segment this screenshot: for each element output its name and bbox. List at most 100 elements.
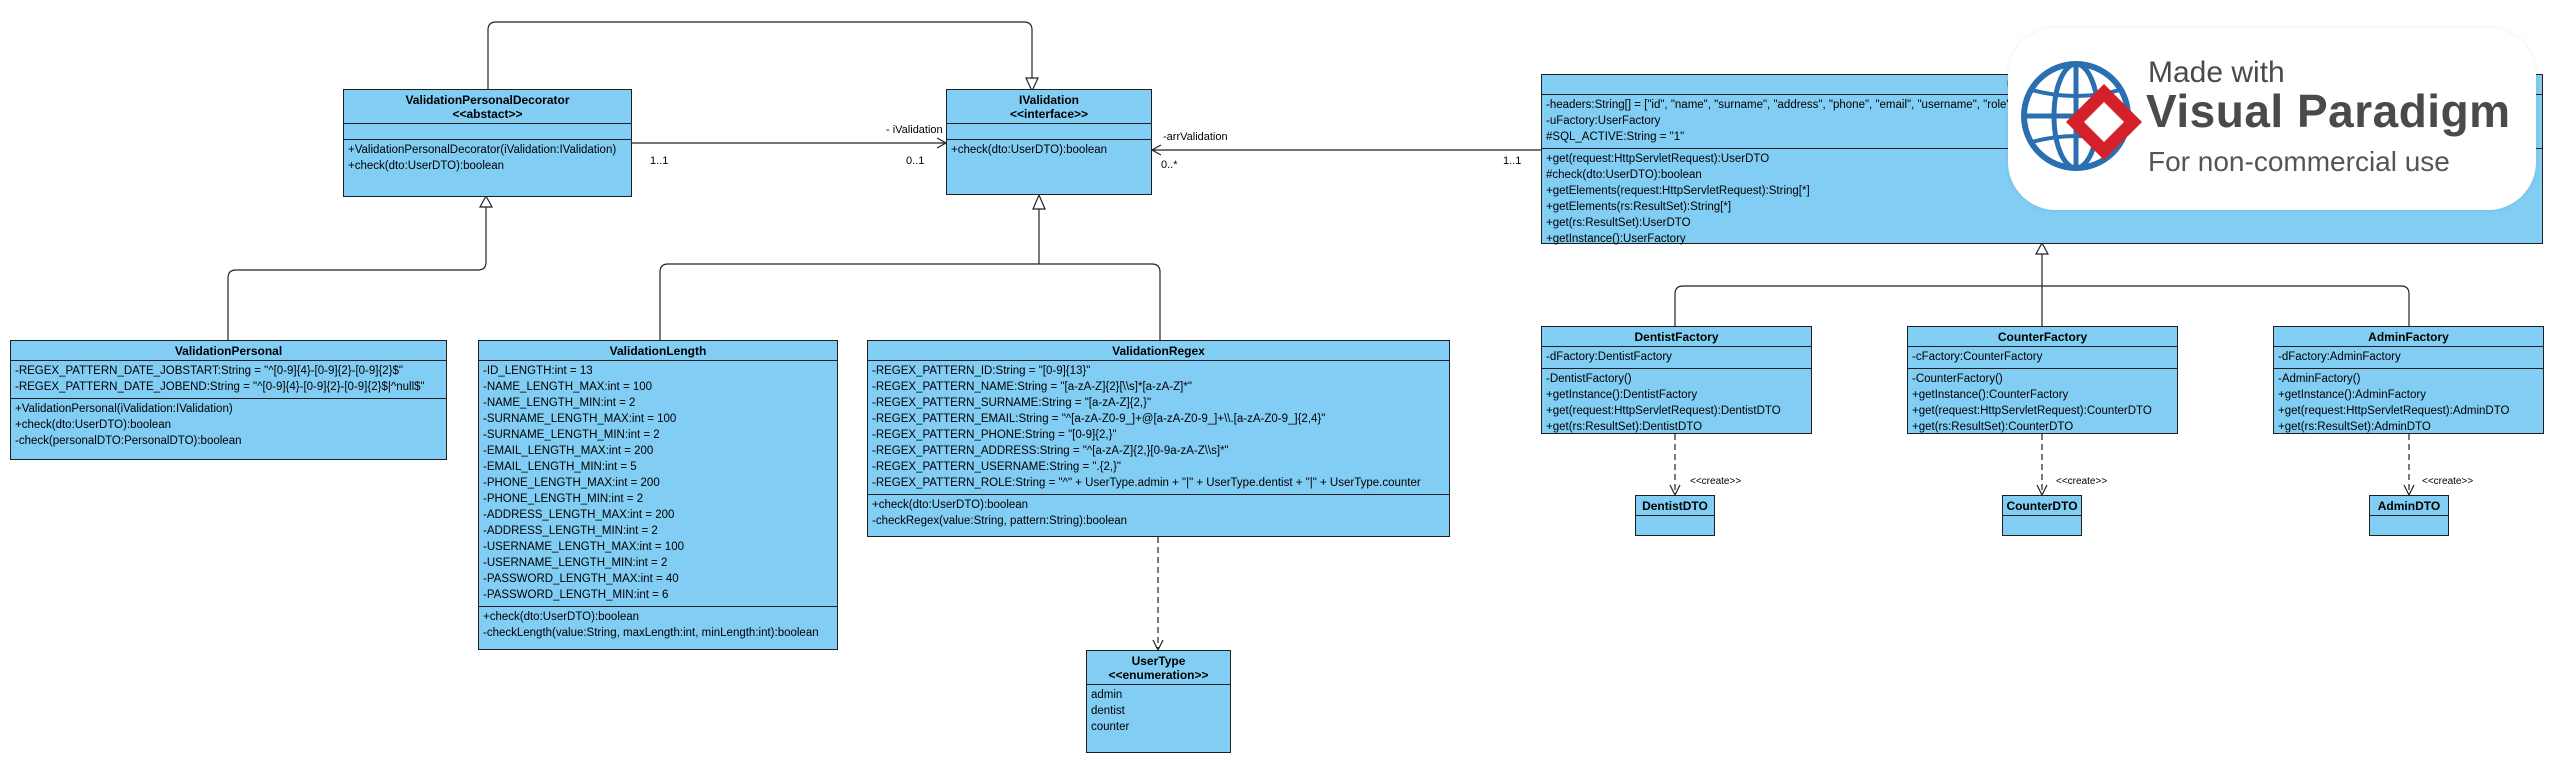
operation: +get(rs:ResultSet):AdminDTO [2278, 421, 2431, 433]
attributes-compartment: -ID_LENGTH:int = 13 -NAME_LENGTH_MAX:int… [479, 361, 837, 607]
multiplicity-userfactory-label: 1..1 [1503, 155, 1521, 167]
watermark-license: For non-commercial use [2148, 146, 2450, 177]
operation: -DentistFactory() [1546, 373, 1632, 385]
operations-compartment: -DentistFactory() +getInstance():Dentist… [1542, 369, 1811, 438]
association-arrowhead-left [1150, 144, 1162, 156]
class-stereotype: <<abstact>> [452, 107, 523, 121]
operations-compartment: -AdminFactory() +getInstance():AdminFact… [2274, 369, 2543, 438]
attribute: -USERNAME_LENGTH_MIN:int = 2 [483, 557, 668, 569]
generalization-arrowhead-ivalidation-top [1025, 77, 1039, 93]
attribute: -REGEX_PATTERN_EMAIL:String = "^[a-zA-Z0… [872, 413, 1326, 425]
class-validation-personal-decorator[interactable]: ValidationPersonalDecorator <<abstact>> … [343, 89, 632, 197]
class-validation-regex[interactable]: ValidationRegex -REGEX_PATTERN_ID:String… [867, 340, 1450, 537]
multiplicity-decorator-label: 1..1 [650, 155, 668, 167]
role-ivalidation-label: - iValidation [886, 124, 943, 136]
class-dentist-factory[interactable]: DentistFactory -dFactory:DentistFactory … [1541, 326, 1812, 434]
operation: +get(request:HttpServletRequest):UserDTO [1546, 153, 1770, 165]
attribute: -REGEX_PATTERN_DATE_JOBEND:String = "^[0… [15, 381, 425, 393]
globe-logo-icon [2021, 61, 2142, 171]
operation: +getInstance():CounterFactory [1912, 389, 2069, 401]
operation: +check(dto:UserDTO):boolean [15, 419, 172, 431]
multiplicity-ivalidation-left-label: 0..1 [906, 155, 924, 167]
class-validation-length[interactable]: ValidationLength -ID_LENGTH:int = 13 -NA… [478, 340, 838, 650]
attribute: -REGEX_PATTERN_USERNAME:String = ".{2,}" [872, 461, 1121, 473]
attributes-compartment [1636, 516, 1714, 531]
operations-compartment: +check(dto:UserDTO):boolean -checkLength… [479, 607, 837, 644]
attribute: -REGEX_PATTERN_DATE_JOBSTART:String = "^… [15, 365, 404, 377]
operation: -AdminFactory() [2278, 373, 2361, 385]
class-stereotype: <<interface>> [1009, 107, 1089, 121]
decorator-interface-line [487, 21, 1033, 91]
operation: +getElements(request:HttpServletRequest)… [1546, 185, 1810, 197]
attributes-compartment [344, 124, 631, 140]
class-ivalidation[interactable]: IValidation <<interface>> +check(dto:Use… [946, 89, 1152, 195]
operation: +get(request:HttpServletRequest):AdminDT… [2278, 405, 2510, 417]
operation: +get(request:HttpServletRequest):Dentist… [1546, 405, 1781, 417]
generalization-validationpersonal [227, 207, 487, 340]
class-stereotype: <<enumeration>> [1108, 668, 1209, 682]
operation: +getInstance():DentistFactory [1546, 389, 1698, 401]
watermark-brand: Visual Paradigm [2146, 85, 2511, 137]
attribute: -cFactory:CounterFactory [1912, 351, 2043, 363]
operations-compartment: +ValidationPersonal(iValidation:IValidat… [11, 399, 446, 452]
class-admin-dto[interactable]: AdminDTO [2369, 495, 2449, 536]
attribute: -dFactory:AdminFactory [2278, 351, 2401, 363]
generalization-arrowhead-userfactory [2034, 241, 2050, 255]
operation: -check(personalDTO:PersonalDTO):boolean [15, 435, 242, 447]
realization-validationlength [659, 263, 1030, 340]
multiplicity-ivalidation-right-label: 0..* [1161, 159, 1178, 171]
attribute: -ADDRESS_LENGTH_MAX:int = 200 [483, 509, 675, 521]
class-name: ValidationPersonal [174, 344, 283, 358]
class-name: DentistDTO [1642, 499, 1708, 513]
attribute: -ADDRESS_LENGTH_MIN:int = 2 [483, 525, 658, 537]
operation: +ValidationPersonal(iValidation:IValidat… [15, 403, 233, 415]
attribute: -SURNAME_LENGTH_MAX:int = 100 [483, 413, 677, 425]
generalization-arrowhead-decorator [478, 194, 494, 208]
operation: +check(dto:UserDTO):boolean [483, 611, 640, 623]
enum-literal: admin [1091, 689, 1123, 701]
attribute: -REGEX_PATTERN_ID:String = "[0-9]{13}" [872, 365, 1091, 377]
class-counter-factory[interactable]: CounterFactory -cFactory:CounterFactory … [1907, 326, 2178, 434]
class-name: CounterFactory [1997, 330, 2088, 344]
operation: +ValidationPersonalDecorator(iValidation… [348, 144, 617, 156]
class-name: IValidation [1018, 93, 1079, 107]
operations-compartment: -CounterFactory() +getInstance():Counter… [1908, 369, 2177, 438]
class-dentist-dto[interactable]: DentistDTO [1635, 495, 1715, 536]
create-label-counter: <<create>> [2056, 476, 2107, 487]
watermark-made-with: Made with [2148, 56, 2285, 89]
class-name: DentistFactory [1634, 330, 1719, 344]
operations-compartment: +get(request:HttpServletRequest):UserDTO… [1542, 149, 2542, 250]
create-label-admin: <<create>> [2422, 476, 2473, 487]
operation: +get(request:HttpServletRequest):Counter… [1912, 405, 2152, 417]
enum-user-type[interactable]: UserType <<enumeration>> admin dentist c… [1086, 650, 1231, 753]
class-name: CounterDTO [2006, 499, 2078, 513]
operation: #check(dto:UserDTO):boolean [1546, 169, 1702, 181]
class-admin-factory[interactable]: AdminFactory -dFactory:AdminFactory -Adm… [2273, 326, 2544, 434]
attributes-compartment [947, 124, 1151, 140]
attribute: -uFactory:UserFactory [1546, 115, 1661, 127]
enum-literal: counter [1091, 721, 1130, 733]
visual-paradigm-watermark: Made with Visual Paradigm For non-commer… [2008, 28, 2536, 210]
class-counter-dto[interactable]: CounterDTO [2002, 495, 2082, 536]
generalization-dentistfactory [1674, 285, 2035, 326]
attributes-compartment [2370, 516, 2448, 531]
operations-compartment: +ValidationPersonalDecorator(iValidation… [344, 140, 631, 177]
class-validation-personal[interactable]: ValidationPersonal -REGEX_PATTERN_DATE_J… [10, 340, 447, 460]
attributes-compartment: -REGEX_PATTERN_DATE_JOBSTART:String = "^… [11, 361, 446, 399]
attributes-compartment: -dFactory:DentistFactory [1542, 347, 1811, 369]
attribute: -PASSWORD_LENGTH_MIN:int = 6 [483, 589, 669, 601]
operation: +check(dto:UserDTO):boolean [951, 144, 1108, 156]
attribute: -REGEX_PATTERN_SURNAME:String = "[a-zA-Z… [872, 397, 1152, 409]
literals-compartment: admin dentist counter [1087, 685, 1230, 738]
class-name: ValidationLength [609, 344, 707, 358]
attribute: -EMAIL_LENGTH_MIN:int = 5 [483, 461, 637, 473]
attribute: -SURNAME_LENGTH_MIN:int = 2 [483, 429, 660, 441]
create-label-dentist: <<create>> [1690, 476, 1741, 487]
attribute: -REGEX_PATTERN_ROLE:String = "^" + UserT… [872, 477, 1421, 489]
attributes-compartment [2003, 516, 2081, 531]
attribute: -REGEX_PATTERN_NAME:String = "[a-zA-Z]{2… [872, 381, 1192, 393]
class-name: UserType [1131, 654, 1186, 668]
attribute: -REGEX_PATTERN_PHONE:String = "[0-9]{2,}… [872, 429, 1117, 441]
operations-compartment: +check(dto:UserDTO):boolean -checkRegex(… [868, 495, 1449, 532]
